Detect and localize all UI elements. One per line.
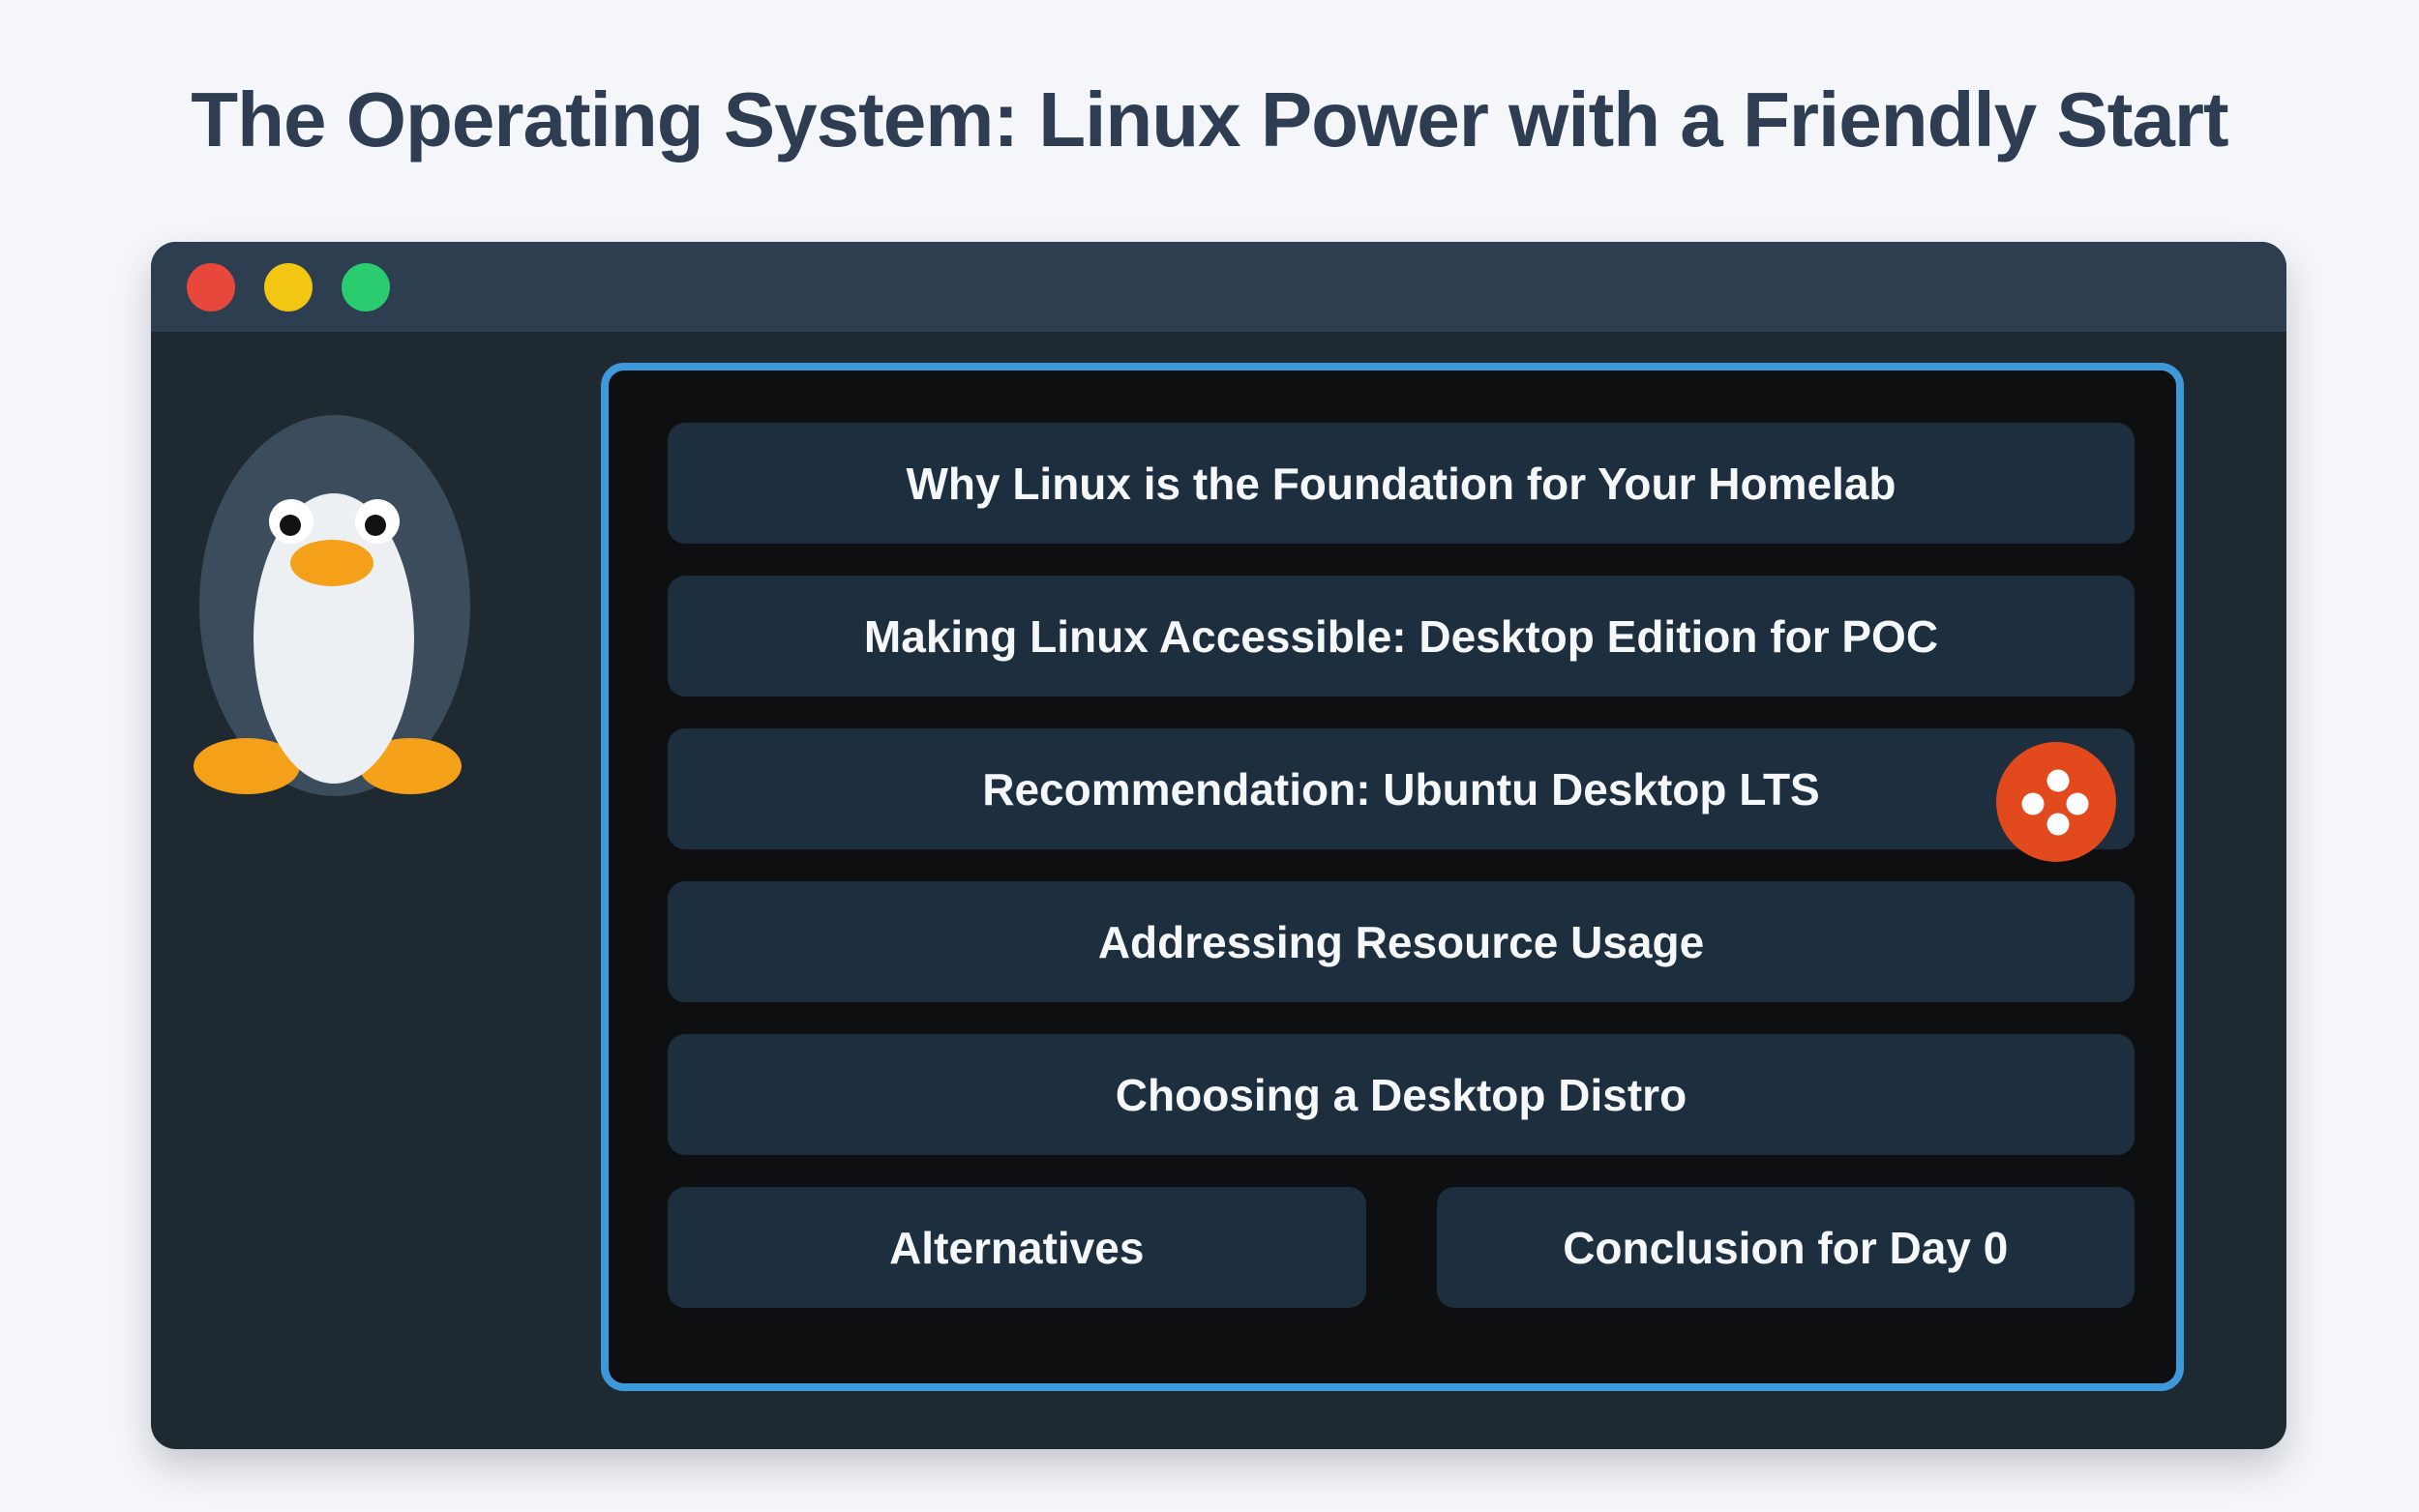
menu-item-label: Conclusion for Day 0: [1563, 1222, 2009, 1273]
ubuntu-badge-icon: [1996, 742, 2116, 862]
menu-item-alternatives[interactable]: Alternatives: [668, 1187, 1366, 1308]
minimize-button[interactable]: [264, 262, 313, 311]
menu-item-conclusion-day0[interactable]: Conclusion for Day 0: [1436, 1187, 2135, 1308]
menu-bottom-row: Alternatives Conclusion for Day 0: [668, 1187, 2135, 1308]
menu-item-label: Addressing Resource Usage: [1097, 916, 1705, 967]
menu-item-choosing-distro[interactable]: Choosing a Desktop Distro: [668, 1034, 2135, 1155]
menu-item-label: Choosing a Desktop Distro: [1115, 1069, 1687, 1120]
menu-item-label: Recommendation: Ubuntu Desktop LTS: [982, 763, 1820, 815]
menu-item-label: Making Linux Accessible: Desktop Edition…: [863, 610, 1939, 662]
menu-item-why-linux[interactable]: Why Linux is the Foundation for Your Hom…: [668, 423, 2135, 544]
menu-panel: Why Linux is the Foundation for Your Hom…: [601, 363, 2184, 1391]
menu-item-recommendation-ubuntu[interactable]: Recommendation: Ubuntu Desktop LTS: [668, 728, 2135, 849]
tux-penguin-icon: [194, 415, 470, 796]
menu-item-resource-usage[interactable]: Addressing Resource Usage: [668, 881, 2135, 1002]
close-button[interactable]: [187, 262, 235, 311]
window-titlebar: [151, 242, 2286, 332]
menu-item-label: Alternatives: [889, 1222, 1145, 1273]
app-window: Why Linux is the Foundation for Your Hom…: [151, 242, 2286, 1449]
maximize-button[interactable]: [342, 262, 390, 311]
menu-item-making-linux-accessible[interactable]: Making Linux Accessible: Desktop Edition…: [668, 576, 2135, 697]
window-content: Why Linux is the Foundation for Your Hom…: [151, 332, 2286, 1449]
menu-item-label: Why Linux is the Foundation for Your Hom…: [906, 458, 1896, 509]
page-title: The Operating System: Linux Power with a…: [191, 76, 2228, 163]
